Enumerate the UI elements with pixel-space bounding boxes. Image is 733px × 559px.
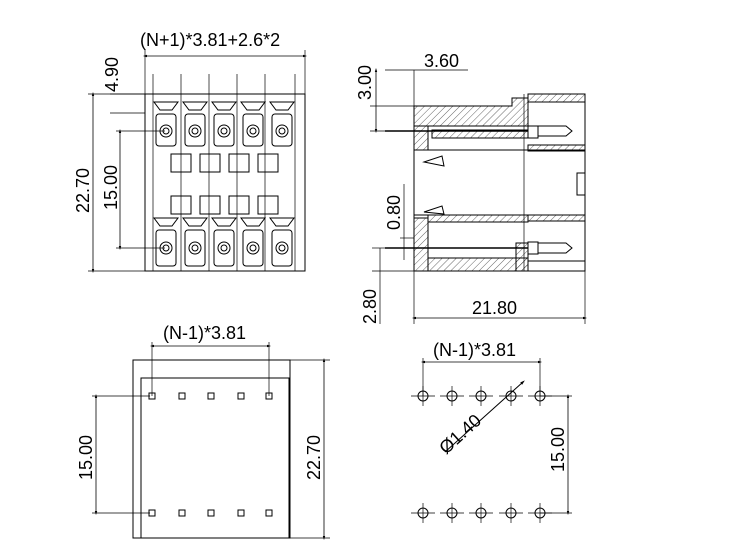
pcb-hole	[469, 386, 493, 406]
dim-pitch-total: (N+1)*3.81+2.6*2	[140, 30, 280, 50]
side-view: 3.60 3.00	[355, 51, 587, 324]
front-view: (N+1)*3.81+2.6*2 4.90 22.70 15.00	[73, 30, 307, 273]
dim-hole-diameter: Ø1.40	[435, 410, 485, 458]
dim-pcb-pitch: (N-1)*3.81	[433, 340, 516, 360]
pcb-hole-top-row	[411, 386, 552, 406]
front-top-pin-row	[153, 101, 295, 147]
front-pin	[211, 217, 237, 267]
pcb-hole	[499, 503, 523, 523]
dim-bottom-pitch: (N-1)*3.81	[163, 323, 246, 343]
dim-length: 21.80	[472, 298, 517, 318]
front-windows	[170, 153, 279, 215]
front-pin	[240, 101, 266, 147]
pcb-layout-view: (N-1)*3.81 Ø1.40 15.00	[411, 340, 572, 523]
front-pin	[269, 101, 295, 147]
dim-top: 3.00	[355, 65, 375, 100]
bottom-pad-bottom-row	[148, 509, 273, 517]
pcb-hole	[440, 386, 464, 406]
pcb-hole-bottom-row	[411, 503, 552, 523]
dim-pcb-row-spacing: 15.00	[548, 427, 568, 472]
pcb-hole	[411, 503, 435, 523]
dim-height: 22.70	[73, 168, 93, 213]
bottom-pad-top-row	[148, 392, 273, 400]
dim-pin-gap: 0.80	[384, 195, 404, 230]
pcb-hole	[411, 386, 435, 406]
pcb-hole	[440, 503, 464, 523]
dim-bottom-height: 22.70	[304, 435, 324, 480]
dim-bottom-row-spacing: 15.00	[76, 435, 96, 480]
front-pin	[182, 217, 208, 267]
dim-pin-length: 3.60	[424, 51, 459, 71]
front-pin	[240, 217, 266, 267]
dim-row-spacing: 15.00	[101, 165, 121, 210]
bottom-view: (N-1)*3.81 15.00 22.70	[76, 323, 330, 540]
front-bottom-pin-row	[153, 217, 295, 267]
pcb-hole	[499, 386, 523, 406]
front-pin	[153, 217, 179, 267]
front-pin	[182, 101, 208, 147]
front-pin	[153, 101, 179, 147]
dim-top-offset: 4.90	[102, 57, 122, 92]
dim-bottom: 2.80	[360, 289, 380, 324]
pcb-hole	[469, 503, 493, 523]
front-pin	[211, 101, 237, 147]
front-pin	[269, 217, 295, 267]
